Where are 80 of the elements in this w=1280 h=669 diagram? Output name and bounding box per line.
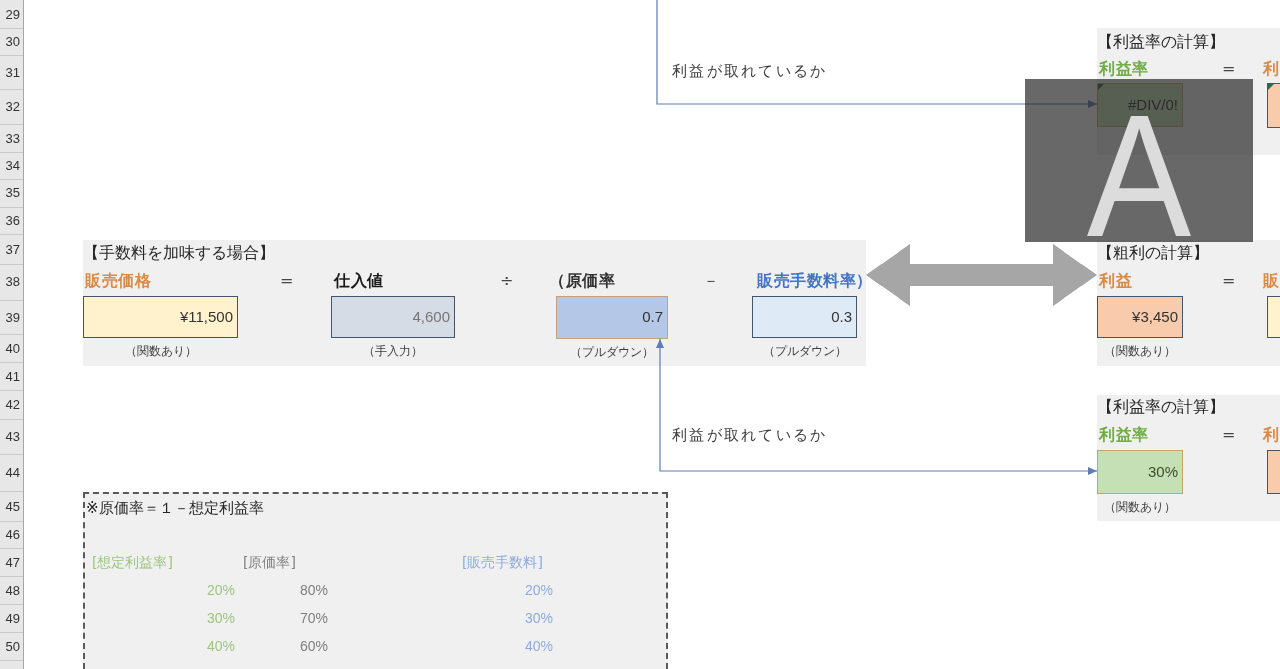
row-header-cell: 37 [0, 235, 23, 265]
edge-label: 利益が取れているか [672, 62, 828, 80]
overlay-panel [1025, 79, 1253, 242]
table-heading: [想定利益率] [92, 554, 173, 572]
overlay-letter: A [1086, 114, 1192, 237]
formula-panel [1097, 395, 1280, 521]
table-value: 40% [206, 638, 235, 654]
formula-panel [83, 240, 866, 366]
row-header-cell: 45 [0, 491, 23, 522]
row-header-cell: 36 [0, 207, 23, 235]
note-text: ※原価率＝１－想定利益率 [86, 499, 264, 517]
formula-term: 利益率 [1099, 425, 1149, 445]
operator-sign: － [703, 271, 719, 291]
row-header-cell: 43 [0, 419, 23, 455]
table-heading: [販売手数料] [462, 554, 543, 572]
formula-term: 利益 [1099, 271, 1132, 291]
row-header-cell: 35 [0, 180, 23, 208]
panel-title: 【利益率の計算】 [1097, 32, 1225, 52]
operator-sign: = [1222, 271, 1236, 291]
row-header-cell: 40 [0, 334, 23, 363]
operator-sign: = [1222, 425, 1236, 445]
row-header-cell: 34 [0, 153, 23, 180]
row-header-cell: 48 [0, 577, 23, 605]
formula-term: 利 [1263, 59, 1280, 79]
operator-sign: ÷ [500, 271, 514, 291]
cell-caption: （関数あり） [1104, 500, 1176, 515]
row-header-cell: 33 [0, 125, 23, 153]
table-value: 30% [206, 610, 235, 626]
formula-term: （原価率 [549, 271, 615, 291]
connector-arrow [656, 338, 1098, 475]
cell-value: 30% [1147, 461, 1178, 482]
cell-value: 0.3 [831, 306, 852, 327]
cell-value: 4,600 [412, 306, 450, 327]
formula-panel [1097, 240, 1280, 366]
row-header-cell: 39 [0, 300, 23, 335]
row-header-cell: 29 [0, 2, 23, 29]
panel-title: 【粗利の計算】 [1097, 243, 1209, 263]
operator-sign: = [280, 271, 294, 291]
spreadsheet-cell [1267, 450, 1280, 494]
cell-caption: （関数あり） [124, 344, 197, 359]
cell-caption: （関数あり） [1104, 344, 1176, 359]
table-value: 20% [206, 582, 235, 598]
formula-term: 販売価格 [85, 271, 151, 291]
operator-sign: = [1222, 59, 1236, 79]
row-header-cell: 30 [0, 28, 23, 56]
formula-term: 販売手数料率） [757, 271, 873, 291]
cell-value: ¥11,500 [179, 306, 233, 327]
table-value: 80% [299, 582, 328, 598]
spreadsheet-cell [1267, 83, 1280, 128]
formula-term: 仕入値 [334, 271, 384, 291]
row-header-cell: 32 [0, 90, 23, 125]
block-arrow [866, 244, 1097, 306]
row-header-cell: 46 [0, 521, 23, 549]
table-value: 60% [299, 638, 328, 654]
row-header-cell: 38 [0, 265, 23, 301]
panel-title: 【利益率の計算】 [1097, 397, 1225, 417]
table-value: 20% [524, 582, 553, 598]
row-header-cell: 47 [0, 549, 23, 577]
cell-value: ¥3,450 [1132, 306, 1178, 327]
formula-term: 利 [1263, 425, 1280, 445]
row-header-cell: 44 [0, 454, 23, 492]
cell-caption: （手入力） [363, 344, 423, 359]
row-header-cell: 49 [0, 605, 23, 633]
formula-term: 利益率 [1099, 59, 1149, 79]
cell-caption: （プルダウン） [570, 345, 654, 360]
row-header-cell: 41 [0, 363, 23, 391]
table-value: 30% [524, 610, 553, 626]
cell-value: 0.7 [642, 307, 663, 327]
table-value: 40% [524, 638, 553, 654]
spreadsheet-cell [1267, 296, 1280, 338]
cell-caption: （プルダウン） [762, 344, 847, 359]
edge-label: 利益が取れているか [672, 426, 828, 444]
table-value: 70% [299, 610, 328, 626]
formula-term: 販 [1263, 271, 1280, 291]
table-heading: [原価率] [243, 554, 296, 572]
row-header-cell: 31 [0, 56, 23, 90]
panel-title: 【手数料を加味する場合】 [83, 243, 275, 263]
row-header-cell: 42 [0, 391, 23, 420]
note-box [83, 492, 668, 669]
row-header-cell: 50 [0, 633, 23, 661]
